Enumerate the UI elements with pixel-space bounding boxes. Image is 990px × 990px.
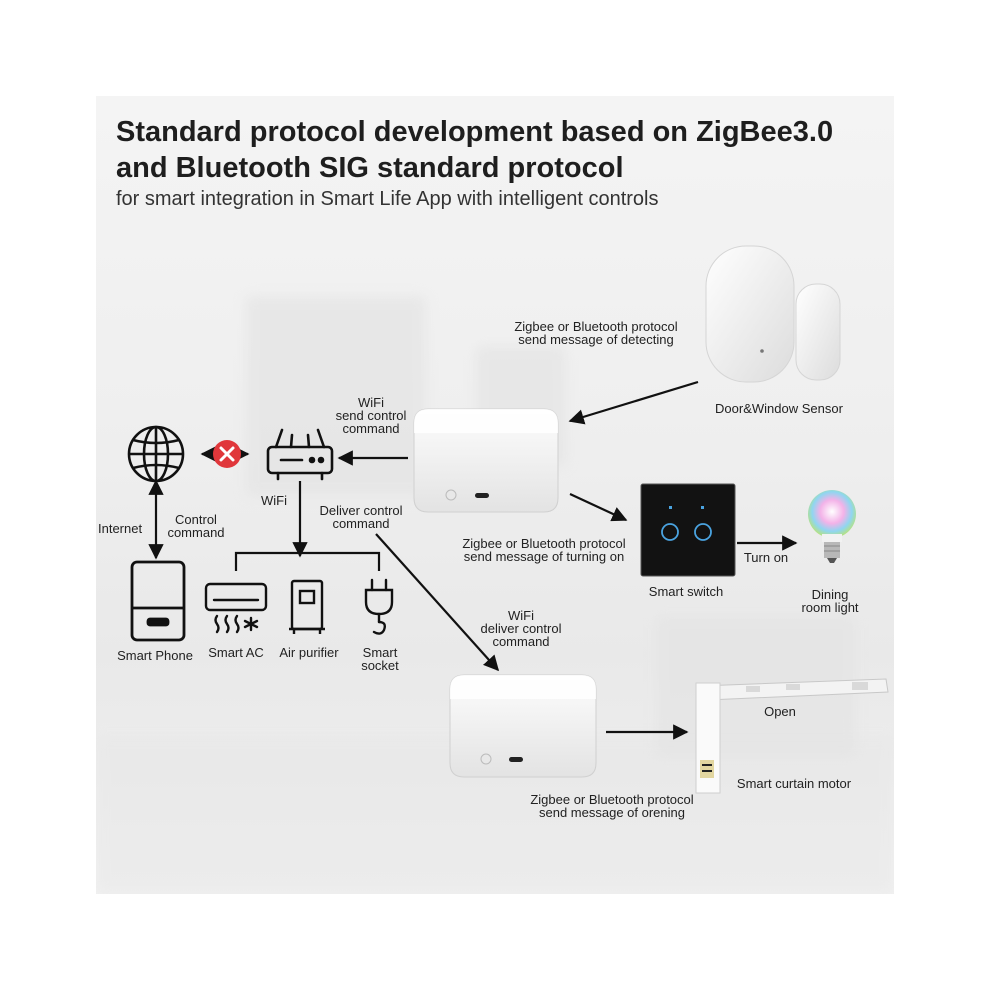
gateway-hub-2 [449,674,597,778]
hub-to-switch-arrow [569,493,628,522]
diagram-canvas: Standard protocol development based on Z… [96,96,894,894]
air-purifier-label: Air purifier [279,645,339,660]
light-bulb [808,490,856,563]
page-subtitle: for smart integration in Smart Life App … [116,188,659,210]
smartphone-icon [130,560,186,642]
blocked-x-icon [213,440,241,468]
wifi-send-label: WiFi send control command [335,395,407,436]
gateway-hub-1 [413,408,559,513]
touch-switch [640,483,736,577]
wifi-deliver-label: WiFi deliver control command [480,608,562,649]
control-command-label: Control command [167,512,225,540]
deliver-label: Deliver control command [319,503,403,531]
globe-icon [127,425,185,483]
opening-label: Zigbee or Bluetooth protocol send messag… [530,792,694,820]
devices-bracket [234,551,381,571]
router-icon [266,428,334,481]
turning-on-label: Zigbee or Bluetooth protocol send messag… [462,536,626,564]
sensor-label: Door&Window Sensor [715,401,843,416]
background-window [246,296,426,496]
plug-icon [364,578,394,635]
curtain-motor-label: Smart curtain motor [736,776,852,791]
open-label: Open [764,704,796,719]
smart-switch-label: Smart switch [648,584,724,599]
hub-to-hub2-arrow [375,533,500,672]
title-line-1: Standard protocol development based on Z… [116,116,834,148]
page-title: Standard protocol development based on Z… [116,114,833,186]
title-line-2: and Bluetooth SIG standard protocol [116,152,624,184]
detect-label: Zigbee or Bluetooth protocol send messag… [514,319,678,347]
diagram-graphics [127,245,889,794]
dining-light-label: Dining room light [801,587,859,615]
smart-socket-label: Smart socket [361,645,399,673]
curtain-motor [695,678,889,794]
air-purifier-icon [289,579,325,634]
air-conditioner-icon [204,582,268,634]
sensor-to-hub-arrow [568,380,699,425]
turn-on-label: Turn on [743,550,789,565]
wifi-label: WiFi [261,493,287,508]
door-window-sensor [705,245,841,383]
smart-ac-label: Smart AC [208,645,264,660]
smart-phone-label: Smart Phone [117,648,193,663]
internet-label: Internet [98,521,143,536]
